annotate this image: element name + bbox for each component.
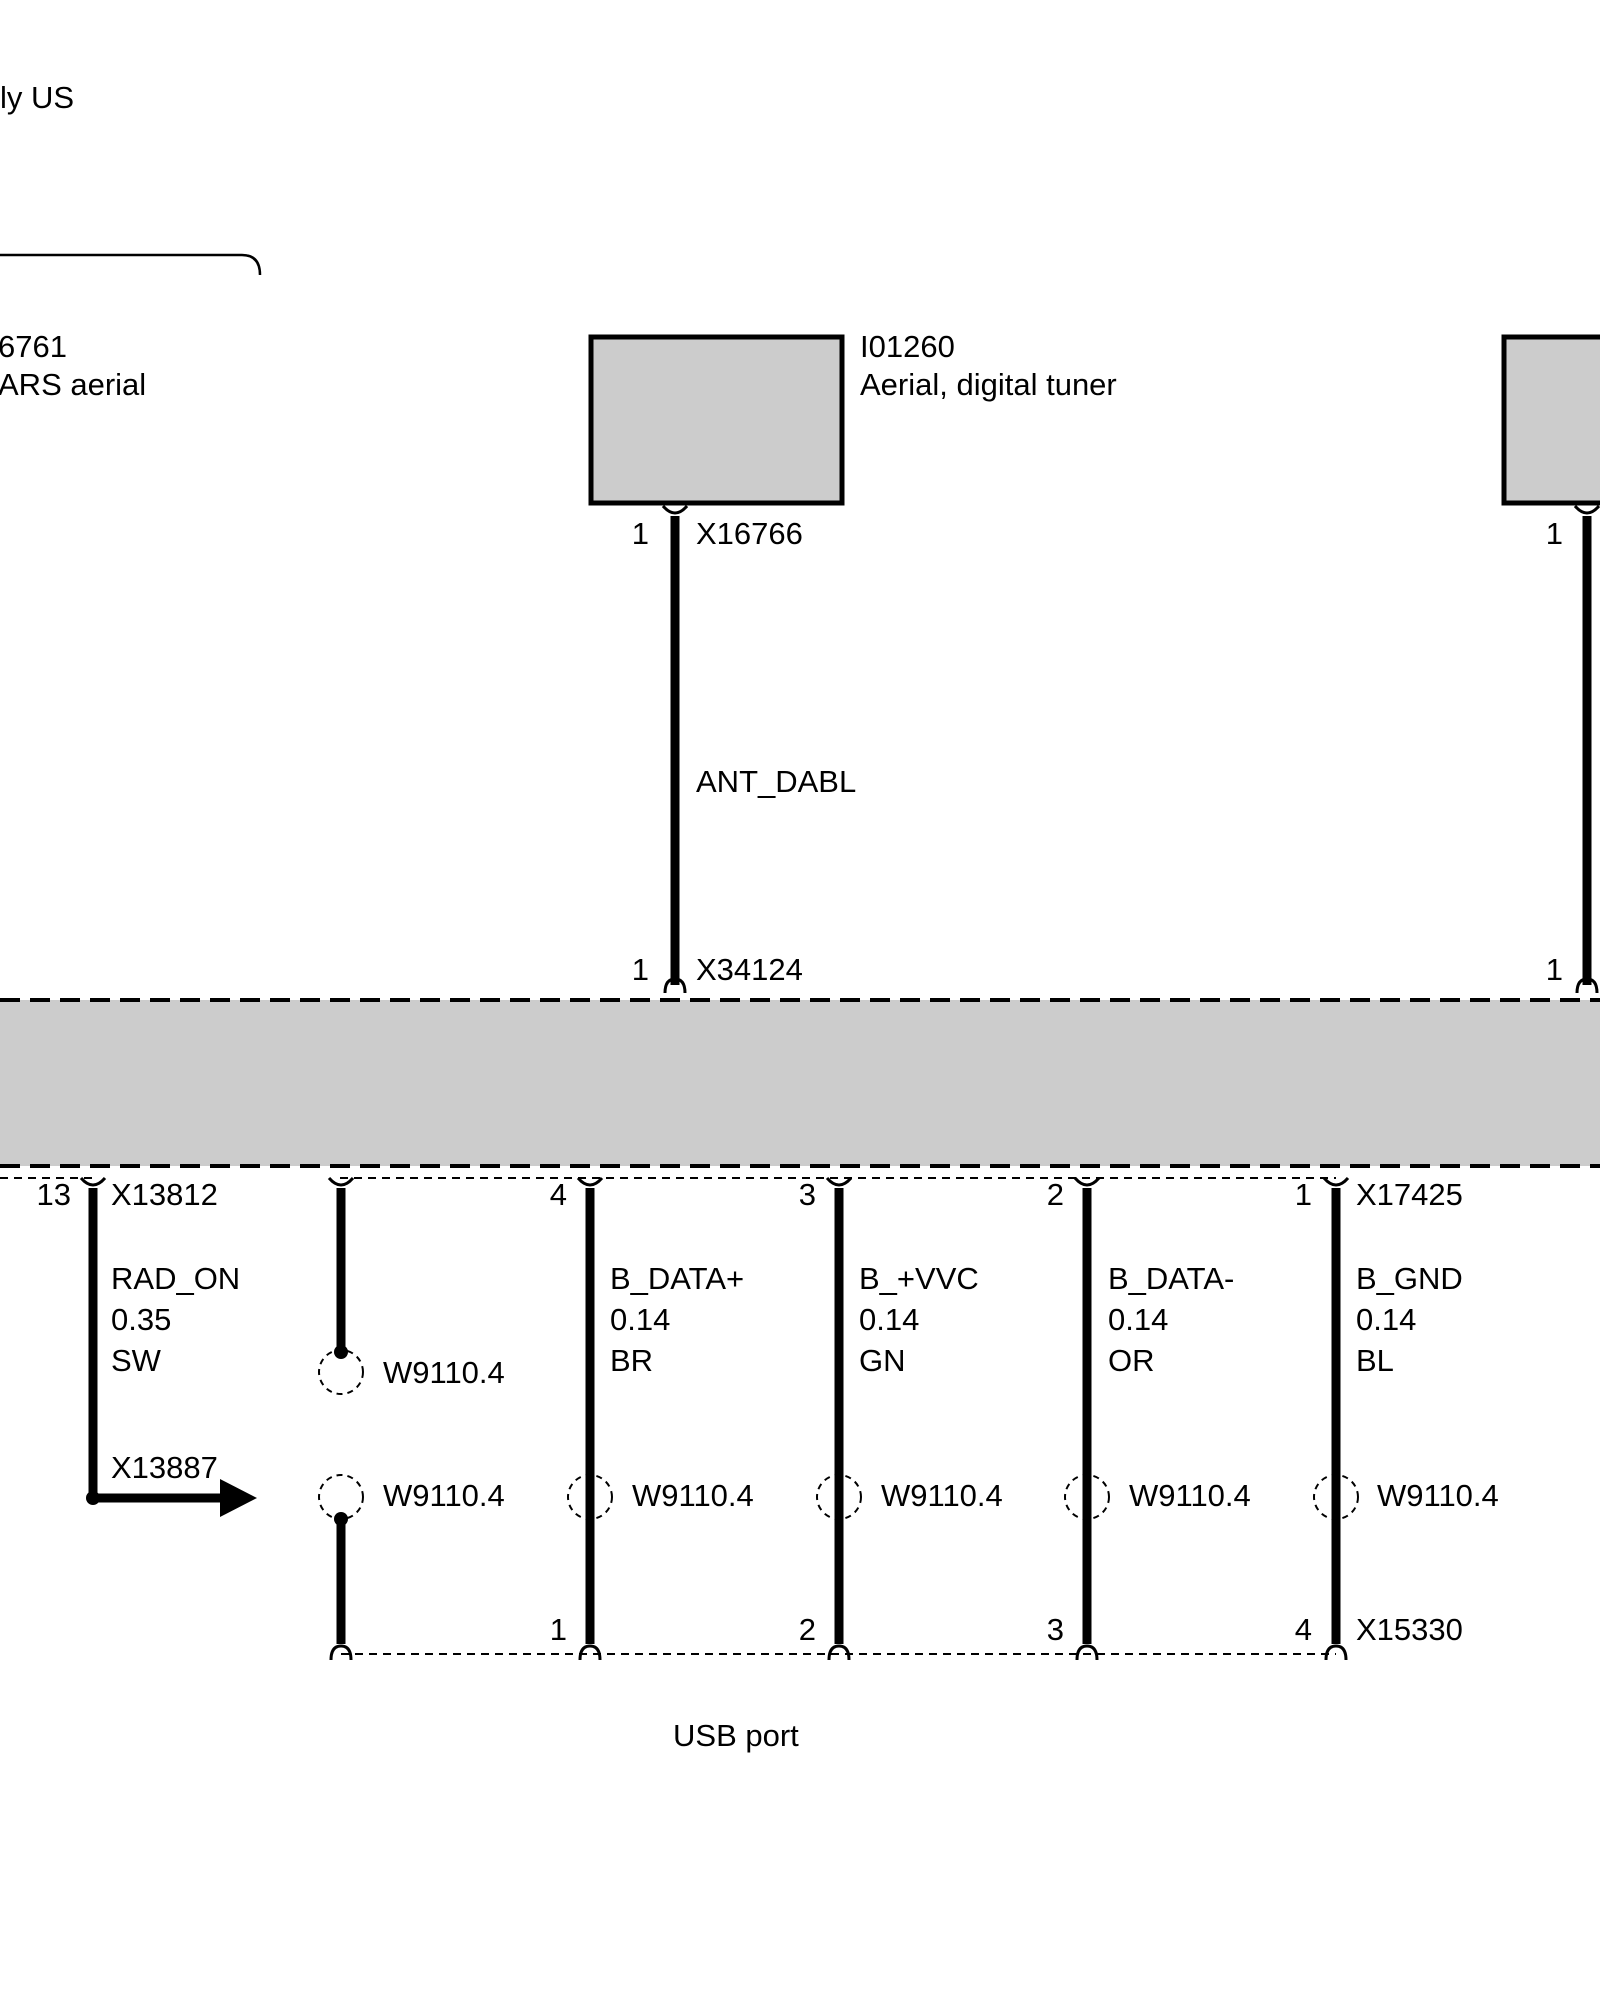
wire-b-data-plus-top-pin-symbol [576,1176,604,1187]
wire-b-gnd-size: 0.14 [1356,1302,1416,1337]
wire-b-gnd-bottom-pin: 4 [1295,1612,1312,1647]
wire-b-data-plus-size: 0.14 [610,1302,670,1337]
shield-lower-label: W9110.4 [383,1478,505,1513]
wire-b-gnd-top-pin-symbol [1322,1176,1350,1187]
wire-b-gnd-top-pin: 1 [1295,1177,1312,1212]
wire-b-data-minus-signal: B_DATA- [1108,1261,1234,1296]
shield-upper-dot [334,1345,348,1359]
connector-right-module-symbol [1575,977,1599,994]
rad-on-arrow-head [220,1479,257,1517]
dab-aerial-name: Aerial, digital tuner [860,367,1117,402]
connector-x16766-symbol [661,504,689,515]
connector-right-module-pin: 1 [1546,952,1563,987]
wire-b-data-plus-top-pin: 4 [550,1177,567,1212]
wire-b-data-plus-bottom-pin: 1 [550,1612,567,1647]
wire-b-gnd-shield-label: W9110.4 [1377,1478,1499,1513]
wire-b-data-minus-color: OR [1108,1343,1155,1378]
connector-right-top-symbol [1573,504,1600,515]
shield-upper-ring [318,1349,364,1395]
wire-b-data-plus-shield-ring [567,1474,613,1520]
connector-x34124-pin: 1 [632,952,649,987]
wire-b-data-minus-top-pin: 2 [1047,1177,1064,1212]
header-note: ly US [0,80,74,115]
dab-aerial-box [588,334,845,506]
wire-b-data-minus-size: 0.14 [1108,1302,1168,1337]
wire-b-vvc-color: GN [859,1343,906,1378]
group-bracket [0,253,262,276]
sdars-aerial-id: 6761 [0,329,67,364]
main-module-fill [0,1000,1600,1166]
wire-b-vvc-shield-label: W9110.4 [881,1478,1003,1513]
wire-b-data-minus-shield-ring [1064,1474,1110,1520]
connector-x16766-pin: 1 [632,516,649,551]
wire-b-data-plus-signal: B_DATA+ [610,1261,744,1296]
wire-rad-on-size: 0.35 [111,1302,171,1337]
connector-x15330-label: X15330 [1356,1612,1463,1647]
usb-port-pin-symbol-2 [827,1644,851,1661]
wire-b-data-minus-bottom-pin: 3 [1047,1612,1064,1647]
usb-port-pin-symbol-4 [1324,1644,1348,1661]
wire-rad-on-color: SW [111,1343,162,1378]
usb-port-pin-symbol-1 [578,1644,602,1661]
shield-upper-label: W9110.4 [383,1355,505,1390]
wire-b-vvc-size: 0.14 [859,1302,919,1337]
wire-b-vvc-top-pin: 3 [799,1177,816,1212]
connector-x16766-label: X16766 [696,516,803,551]
connector-shield-upper-pin-symbol [327,1176,355,1187]
connector-x17425-label: X17425 [1356,1177,1463,1212]
wire-b-data-minus-top-pin-symbol [1073,1176,1101,1187]
right-component-box [1501,334,1600,506]
wire-b-data-minus-shield-label: W9110.4 [1129,1478,1251,1513]
wire-b-vvc-shield-ring [816,1474,862,1520]
wire-b-data-plus-shield-label: W9110.4 [632,1478,754,1513]
sdars-aerial-name: ARS aerial [0,367,146,402]
connector-right-top-pin: 1 [1546,516,1563,551]
wire-rad-on-signal: RAD_ON [111,1261,240,1296]
wire-b-gnd-signal: B_GND [1356,1261,1463,1296]
usb-port-label: USB port [673,1718,799,1753]
connector-x13887-label: X13887 [111,1450,218,1485]
usb-port-pin-symbol-shield [329,1644,353,1661]
connector-x34124-symbol [663,977,687,994]
connector-x34124-label: X34124 [696,952,803,987]
wire-b-vvc-top-pin-symbol [825,1176,853,1187]
usb-port-pin-symbol-3 [1075,1644,1099,1661]
wire-b-vvc-signal: B_+VVC [859,1261,979,1296]
wire-b-data-plus-color: BR [610,1343,653,1378]
dab-aerial-id: I01260 [860,329,955,364]
wire-b-vvc-bottom-pin: 2 [799,1612,816,1647]
wire-b-gnd-shield-ring [1313,1474,1359,1520]
wire-rad-on-pin: 13 [37,1177,71,1212]
connector-x13812-label: X13812 [111,1177,218,1212]
wire-ant-dabl-label: ANT_DABL [696,764,856,799]
connector-x13812-pin-symbol [79,1176,107,1187]
wire-b-gnd-color: BL [1356,1343,1394,1378]
